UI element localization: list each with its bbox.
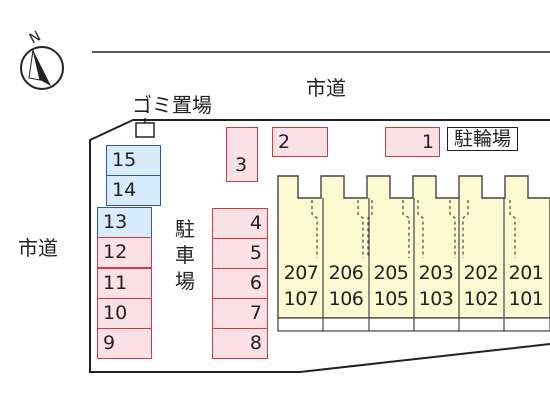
unit-number-lower: 107	[283, 288, 319, 310]
parking-space-highlighted: 14	[106, 175, 161, 206]
parking-space: 12	[97, 237, 152, 268]
parking-space: 1	[385, 127, 440, 157]
parking-space: 5	[212, 238, 268, 269]
parking-space: 4	[212, 208, 268, 239]
unit-number-lower: 102	[463, 288, 499, 310]
parking-label-char: 場	[175, 269, 195, 293]
unit-number-lower: 105	[373, 288, 409, 310]
unit-number-lower: 106	[328, 288, 364, 310]
unit-number-lower: 101	[508, 288, 544, 310]
parking-space: 7	[212, 298, 268, 329]
compass-icon	[20, 46, 64, 90]
parking-space: 9	[97, 328, 152, 359]
bicycle-parking-label: 駐輪場	[447, 127, 519, 151]
parking-space-highlighted: 15	[106, 145, 161, 176]
unit-number-upper: 206	[328, 262, 364, 284]
parking-space: 6	[212, 268, 268, 299]
parking-label-char: 駐	[175, 217, 195, 241]
parking-label-char: 車	[175, 243, 195, 267]
parking-space: 3	[226, 127, 258, 182]
parking-space: 2	[272, 127, 328, 157]
parking-space: 10	[97, 298, 152, 329]
parking-space: 8	[212, 328, 268, 359]
garbage-box	[135, 122, 155, 138]
unit-number-upper: 203	[418, 262, 454, 284]
garbage-area-label: ゴミ置場	[132, 93, 212, 117]
unit-number-upper: 201	[508, 262, 544, 284]
unit-number-upper: 202	[463, 262, 499, 284]
lot-outline	[89, 119, 550, 373]
parking-lot-label: 駐 車 場	[173, 216, 197, 294]
parking-space: 11	[97, 268, 152, 299]
unit-number-lower: 103	[418, 288, 454, 310]
apartment-building	[277, 175, 550, 332]
unit-number-upper: 205	[373, 262, 409, 284]
parking-space-highlighted: 13	[97, 207, 152, 238]
unit-number-upper: 207	[283, 262, 319, 284]
road-label-top: 市道	[306, 76, 346, 100]
road-label-left: 市道	[18, 236, 58, 260]
